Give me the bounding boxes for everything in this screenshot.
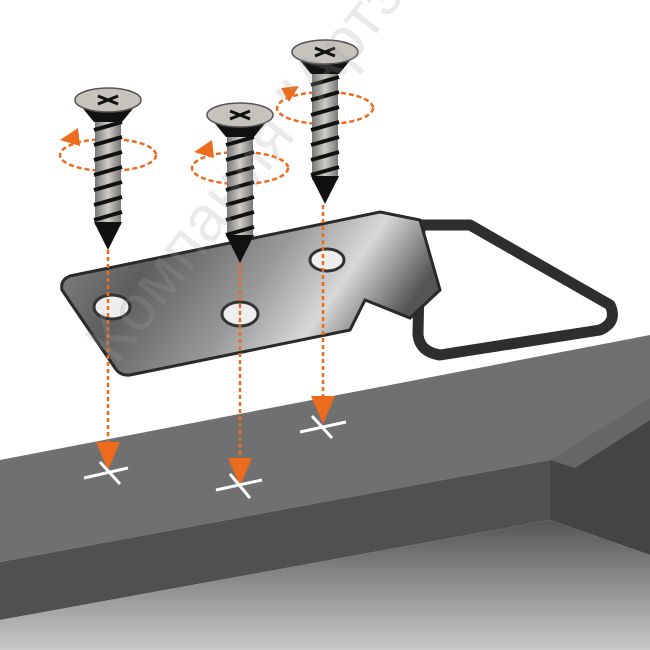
- frame-top-face: [0, 335, 650, 562]
- guide-markers: [106, 205, 325, 462]
- arrowhead-2: [228, 458, 252, 486]
- bracket-hole-3: [308, 247, 346, 273]
- arrowhead-3: [311, 396, 335, 424]
- screw-1: [58, 87, 158, 250]
- picture-frame: [0, 335, 650, 650]
- screw-3: [275, 39, 375, 204]
- bracket-hole-1: [92, 293, 132, 321]
- orange-arrowheads: [96, 396, 335, 486]
- frame-miter-face: [550, 398, 650, 555]
- frame-bottom-face: [0, 520, 650, 650]
- frame-front-face: [0, 460, 550, 620]
- screw-2: [190, 102, 290, 263]
- arrowhead-1: [96, 442, 120, 470]
- frame-miter-top: [550, 398, 650, 468]
- drill-marks: [83, 414, 347, 499]
- sawtooth-hanger-bracket: [60, 210, 618, 377]
